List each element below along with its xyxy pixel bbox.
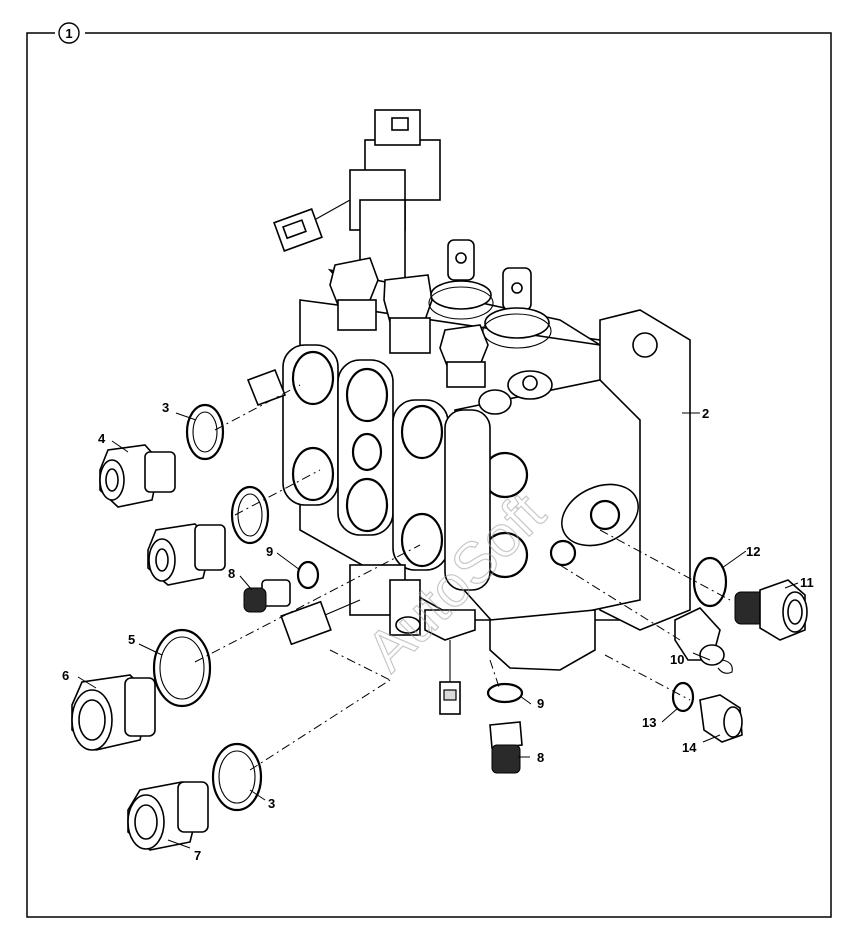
part-11-fitting [734, 579, 808, 641]
assembly-center-lines [194, 384, 731, 771]
callout-3a: 3 [162, 400, 169, 415]
part-4-fitting [99, 444, 176, 508]
callout-11: 11 [800, 575, 814, 590]
leader-lines [77, 412, 799, 849]
callout-12: 12 [746, 544, 760, 559]
part-5-seal [152, 628, 212, 708]
part-9-washer-a [296, 560, 320, 590]
connector-bottom [280, 600, 332, 646]
part-fitting-mid-left [147, 523, 226, 586]
callout-9b: 9 [537, 696, 544, 711]
callout-14: 14 [682, 740, 697, 755]
callout-10: 10 [670, 652, 684, 667]
part-3-o-ring-b [211, 742, 263, 812]
callout-3b: 3 [268, 796, 275, 811]
callout-8a: 8 [228, 566, 235, 581]
part-7-fitting [127, 781, 209, 851]
part-10-sensor [674, 607, 733, 674]
callout-8b: 8 [537, 750, 544, 765]
part-3-o-ring-a [185, 403, 225, 461]
callout-2: 2 [702, 406, 709, 421]
part-14-fitting [699, 694, 743, 743]
section-plates [282, 344, 491, 591]
part-12-o-ring [692, 556, 728, 608]
item-badge: 1 [55, 22, 85, 44]
part-6-fitting [71, 674, 156, 751]
callout-4: 4 [98, 431, 106, 446]
callout-numbers: 2 3 3 4 5 6 7 8 8 9 9 10 11 12 13 14 [62, 400, 814, 863]
top-caps [329, 239, 553, 415]
part-8-plug-a [243, 579, 291, 613]
part-13-o-ring [671, 681, 695, 713]
callout-13: 13 [642, 715, 656, 730]
part-o-ring-mid [230, 485, 270, 545]
diagram-frame [26, 32, 832, 918]
callout-9a: 9 [266, 544, 273, 559]
callout-5: 5 [128, 632, 135, 647]
callout-7: 7 [194, 848, 201, 863]
part-8-plug-b [489, 721, 523, 774]
control-valve-assembly [246, 109, 691, 715]
item-badge-number: 1 [65, 26, 72, 41]
part-9-washer-b [486, 682, 524, 704]
callout-6: 6 [62, 668, 69, 683]
